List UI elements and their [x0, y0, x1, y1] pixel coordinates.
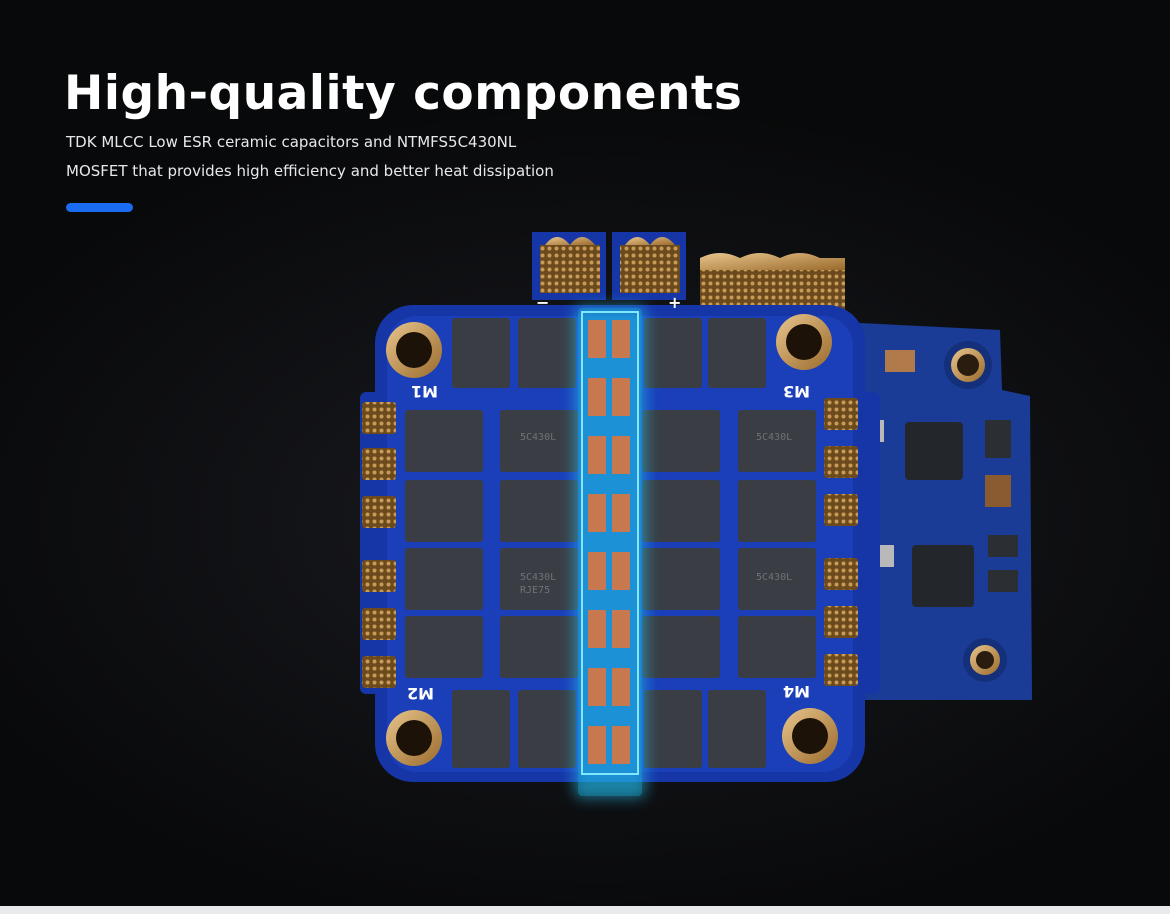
subtitle-line-1: TDK MLCC Low ESR ceramic capacitors and … — [66, 133, 517, 151]
svg-text:+: + — [668, 293, 681, 312]
bottom-strip — [0, 906, 1170, 914]
chip-markings: 5C430L 5C430L RJE75 5C430L 5C430L — [520, 432, 792, 596]
mosfet-array — [405, 318, 816, 768]
subtitle-line-2: MOSFET that provides high efficiency and… — [66, 162, 554, 180]
svg-text:5C430L: 5C430L — [756, 432, 792, 443]
svg-text:5C430L: 5C430L — [756, 572, 792, 583]
svg-text:−: − — [536, 293, 549, 312]
accent-bar — [66, 203, 133, 212]
capacitor-highlight — [574, 306, 646, 798]
svg-text:M2: M2 — [407, 684, 434, 703]
capacitor-column — [588, 320, 630, 764]
motor-pads — [362, 398, 858, 688]
svg-text:M3: M3 — [783, 382, 810, 401]
silkscreen-labels: M1 M2 M3 M4 − + — [407, 293, 810, 703]
page-title: High-quality components — [64, 66, 743, 121]
svg-text:RJE75: RJE75 — [520, 585, 550, 596]
svg-text:5C430L: 5C430L — [520, 572, 556, 583]
svg-text:5C430L: 5C430L — [520, 432, 556, 443]
svg-text:M1: M1 — [411, 382, 438, 401]
svg-text:M4: M4 — [783, 682, 810, 701]
mounting-holes — [386, 314, 838, 766]
